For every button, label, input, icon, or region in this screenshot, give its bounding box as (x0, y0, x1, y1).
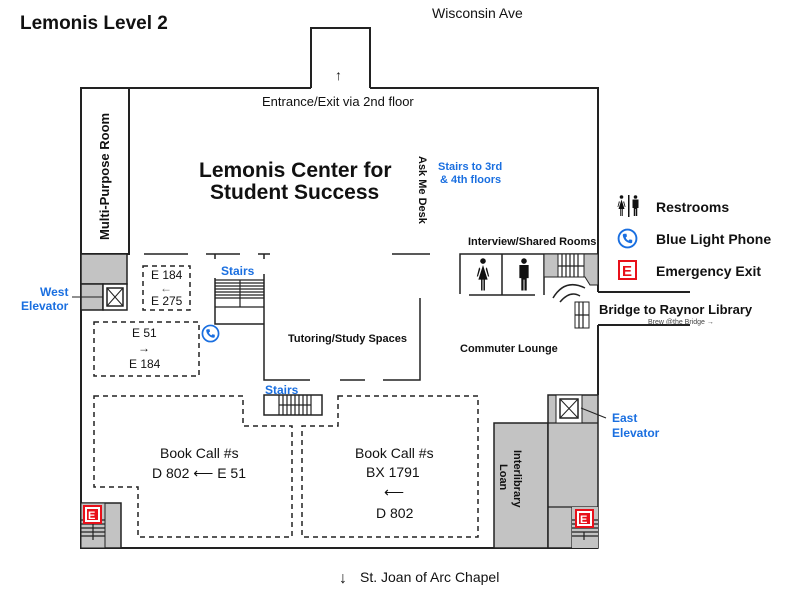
ask-me-desk-label: Ask Me Desk (416, 156, 428, 225)
bridge-walls (598, 291, 690, 326)
street-south-arrow: ↓ (339, 570, 347, 587)
map-title: Lemonis Level 2 (20, 13, 168, 34)
east-elevator-icon (555, 394, 583, 424)
book-right-arrow: ⟵ (384, 484, 404, 500)
book-right-top: BX 1791 (366, 464, 420, 480)
bridge-sub-label: Brew @the Bridge → (648, 319, 714, 326)
center-title-line2: Student Success (210, 181, 379, 204)
east-elevator-leader (580, 407, 607, 419)
legend-label-exit: Emergency Exit (656, 263, 761, 279)
emergency-exit-icon[interactable]: E (575, 509, 594, 528)
east-elevator-label-2: Elevator (612, 426, 660, 440)
commuter-lounge-label: Commuter Lounge (460, 343, 558, 355)
blue-light-phone-icon[interactable] (201, 324, 220, 343)
west-elevator-icon (106, 287, 124, 307)
bridge-label[interactable]: Bridge to Raynor Library (599, 302, 753, 317)
partition-walls (144, 253, 430, 259)
bridge-stairs (574, 301, 590, 329)
call-range-a-top: E 184 (151, 268, 183, 282)
emergency-exit-icon: E (618, 260, 637, 280)
book-right-bottom: D 802 (376, 505, 414, 521)
book-left-range: D 802 ⟵ E 51 (152, 465, 246, 481)
call-range-b-bottom: E 184 (129, 357, 161, 371)
restroom-icon (617, 195, 639, 217)
street-north: Wisconsin Ave (432, 5, 523, 21)
mens-restroom-icon (519, 258, 529, 291)
womens-restroom-icon (476, 258, 490, 291)
east-elevator-label-1: East (612, 411, 637, 425)
interlibrary-label-1: Interlibrary (511, 450, 523, 508)
call-range-a-bottom: E 275 (151, 294, 183, 308)
book-stacks-right (301, 395, 479, 538)
center-title-line1: Lemonis Center for (199, 159, 392, 182)
emergency-exit-icon[interactable]: E (83, 505, 102, 524)
stairs-upper-label-1: Stairs to 3rd (438, 161, 502, 173)
stairs-upper-label-2: & 4th floors (440, 174, 501, 186)
west-stairs (214, 274, 421, 381)
emergency-exit-letter-se: E (580, 514, 587, 526)
west-elevator-label-1: West (40, 285, 68, 299)
book-left-title: Book Call #s (160, 445, 239, 461)
call-range-a-arrow: ← (160, 281, 172, 295)
upper-stairs-core (543, 253, 599, 303)
entrance-vestibule (310, 27, 371, 88)
emergency-exit-letter-sw: E (88, 510, 95, 522)
stairs-west-label: Stairs (221, 264, 255, 278)
west-core-upper (80, 253, 128, 285)
middle-stairs (263, 394, 323, 416)
interview-rooms-label: Interview/Shared Rooms (468, 236, 596, 248)
legend-label-restrooms: Restrooms (656, 199, 729, 215)
blue-light-phone-icon (617, 228, 638, 249)
west-elevator-label-2: Elevator (21, 299, 69, 313)
book-right-title: Book Call #s (355, 445, 434, 461)
tutoring-label: Tutoring/Study Spaces (288, 333, 407, 345)
legend: Restrooms Blue Light Phone E Emergency E… (617, 195, 771, 280)
restroom-walls (459, 253, 598, 296)
street-south: St. Joan of Arc Chapel (360, 569, 499, 585)
call-range-box-b (93, 321, 200, 377)
entrance-label: Entrance/Exit via 2nd floor (262, 94, 414, 109)
entrance-arrow: ↑ (335, 67, 342, 83)
stairs-middle-label: Stairs (265, 383, 299, 397)
call-range-b-top: E 51 (132, 326, 157, 340)
legend-label-phone: Blue Light Phone (656, 231, 771, 247)
legend-exit-letter: E (622, 263, 632, 280)
multi-purpose-label: Multi-Purpose Room (97, 113, 112, 240)
call-range-b-arrow: → (138, 341, 150, 355)
interlibrary-label-2: Loan (497, 464, 509, 491)
